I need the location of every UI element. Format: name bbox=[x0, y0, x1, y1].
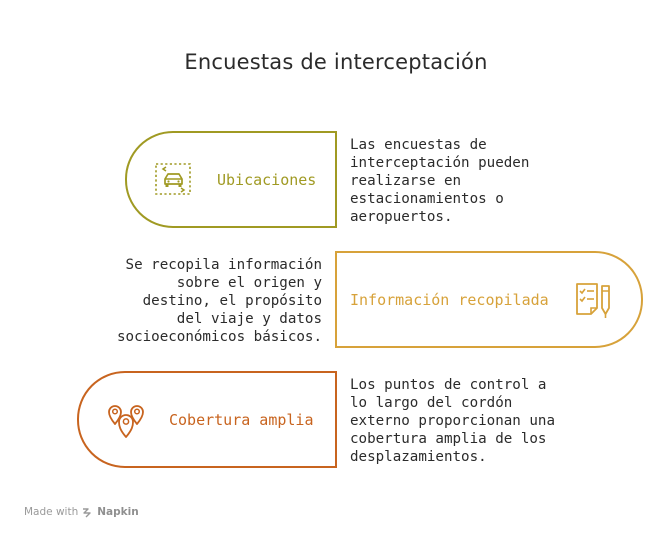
pill-cobertura: Cobertura amplia bbox=[77, 371, 337, 468]
description-ubicaciones: Las encuestas de interceptación pueden r… bbox=[350, 137, 530, 225]
car-location-icon bbox=[154, 161, 194, 201]
pill-ubicaciones: Ubicaciones bbox=[125, 131, 337, 228]
description-cobertura: Los puntos de control a lo largo del cor… bbox=[350, 377, 555, 465]
pill-informacion: Información recopilada bbox=[335, 251, 643, 348]
pill-label-ubicaciones: Ubicaciones bbox=[217, 170, 317, 189]
footer: Made with Napkin bbox=[24, 506, 139, 518]
pill-label-informacion: Información recopilada bbox=[350, 290, 549, 309]
description-informacion: Se recopila información sobre el origen … bbox=[117, 257, 322, 345]
diagram-title: Encuestas de interceptación bbox=[184, 50, 488, 74]
napkin-logo-icon bbox=[82, 507, 93, 518]
checklist-pen-icon bbox=[573, 280, 615, 324]
pill-label-cobertura: Cobertura amplia bbox=[169, 410, 314, 429]
footer-made-with: Made with bbox=[24, 506, 79, 518]
location-pins-icon bbox=[106, 400, 148, 444]
footer-brand: Napkin bbox=[97, 506, 139, 518]
